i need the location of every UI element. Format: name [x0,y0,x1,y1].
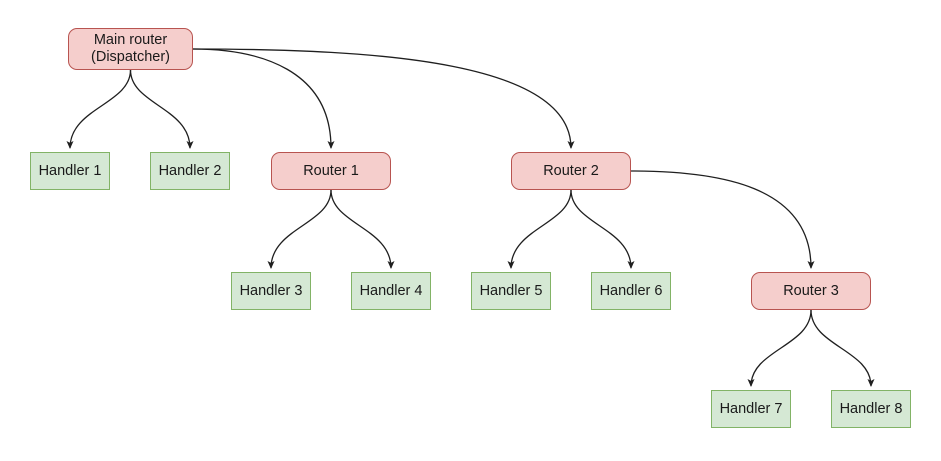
edge-router-3-to-handler-8 [810,309,875,388]
edge-router-2-to-handler-6 [570,189,635,270]
edge-main-to-handler-2 [129,69,194,150]
edge-router-3-to-handler-7 [747,309,812,388]
edge-router-2-to-router-3 [630,170,815,270]
node-handler-5[interactable]: Handler 5 [471,272,551,310]
node-label-handler-1: Handler 1 [38,162,102,179]
edge-main-to-router-1 [192,48,335,150]
node-label-handler-2: Handler 2 [158,162,222,179]
edge-router-1-to-handler-3 [267,189,332,270]
node-label-router-1: Router 1 [303,162,359,179]
node-handler-6[interactable]: Handler 6 [591,272,671,310]
node-handler-1[interactable]: Handler 1 [30,152,110,190]
node-handler-8[interactable]: Handler 8 [831,390,911,428]
node-label-handler-5: Handler 5 [479,282,543,299]
node-label-router-2: Router 2 [543,162,599,179]
node-main-router[interactable]: Main router (Dispatcher) [68,28,193,70]
node-router-3[interactable]: Router 3 [751,272,871,310]
node-label-main-router: Main router (Dispatcher) [91,32,170,65]
node-handler-4[interactable]: Handler 4 [351,272,431,310]
node-label-handler-4: Handler 4 [359,282,423,299]
node-router-2[interactable]: Router 2 [511,152,631,190]
node-label-router-3: Router 3 [783,282,839,299]
edge-main-to-router-2 [192,48,575,150]
edge-router-1-to-handler-4 [330,189,395,270]
node-label-handler-8: Handler 8 [839,400,903,417]
node-label-handler-6: Handler 6 [599,282,663,299]
node-label-handler-7: Handler 7 [719,400,783,417]
edge-router-2-to-handler-5 [507,189,572,270]
edge-main-to-handler-1 [66,69,132,150]
node-label-handler-3: Handler 3 [239,282,303,299]
node-handler-3[interactable]: Handler 3 [231,272,311,310]
node-handler-7[interactable]: Handler 7 [711,390,791,428]
node-router-1[interactable]: Router 1 [271,152,391,190]
node-handler-2[interactable]: Handler 2 [150,152,230,190]
